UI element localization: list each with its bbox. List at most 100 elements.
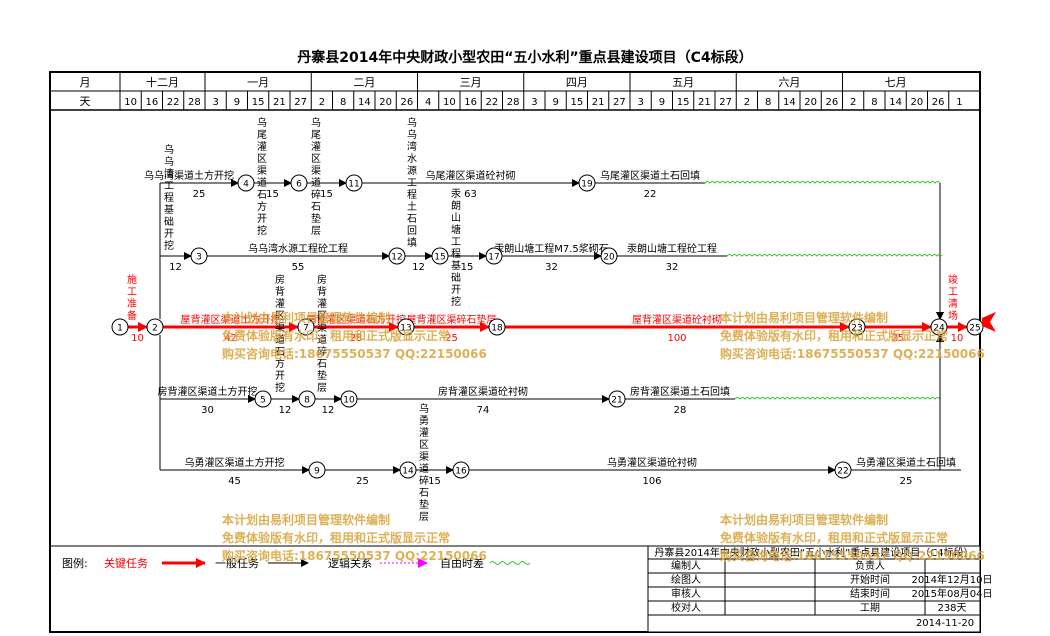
- event-node: [848, 318, 866, 336]
- legend-label: 图例:: [62, 556, 88, 570]
- event-node: [111, 318, 129, 336]
- event-node-number: 3: [196, 253, 202, 263]
- task-label: 乌尾灌区渠道砼衬砌: [426, 169, 516, 182]
- day-label: 2: [744, 97, 750, 108]
- task-duration: 12: [412, 262, 425, 273]
- watermark-line: 本计划由易利项目管理软件编制: [720, 512, 888, 527]
- day-label: 3: [637, 97, 643, 108]
- task-duration: 74: [477, 405, 490, 416]
- task-duration: 15: [461, 262, 474, 273]
- vertical-task-label: 乌尾灌区渠道碎石垫层: [311, 116, 321, 237]
- day-label: 16: [146, 97, 159, 108]
- month-header: 十二月一月二月三月四月五月六月七月: [119, 72, 907, 91]
- info-cell: 238天: [937, 603, 966, 614]
- info-cell: 绘图人: [671, 573, 701, 586]
- watermarks: 本计划由易利项目管理软件编制免费体验版有水印，租用和正式版显示正常购买咨询电话:…: [222, 310, 985, 563]
- page-title: 丹寨县2014年中央财政小型农田“五小水利”重点县建设项目（C4标段）: [297, 49, 752, 66]
- free-float-line: [726, 254, 943, 257]
- vertical-task-label: 房背灌区渠道碎石垫层: [317, 273, 327, 394]
- event-node-number: 21: [611, 396, 622, 406]
- day-label: 14: [889, 97, 902, 108]
- event-node: [397, 318, 415, 336]
- event-node-number: 24: [933, 324, 945, 334]
- day-label: 10: [443, 97, 456, 108]
- event-node-number: 16: [455, 467, 467, 477]
- day-label: 27: [719, 97, 732, 108]
- info-cell: 校对人: [671, 601, 701, 614]
- watermark-line: 免费体验版有水印，租用和正式版显示正常: [222, 530, 450, 545]
- critical-label: 屋背灌区渠道土方开挖: [181, 313, 281, 326]
- event-node: [578, 174, 596, 192]
- info-date: 2014-11-20: [916, 618, 974, 629]
- info-cell: 审核人: [671, 587, 701, 600]
- day-label: 27: [294, 97, 307, 108]
- event-node: [485, 247, 503, 265]
- day-label: 3: [212, 97, 218, 108]
- free-float-line: [734, 397, 941, 400]
- task-label: 汞朗山塘工程砼工程: [627, 242, 717, 255]
- event-node: [600, 247, 618, 265]
- month-label: 二月: [353, 76, 375, 89]
- task-duration: 55: [292, 262, 305, 273]
- float-lines: 乌尾灌区渠道土石回填22汞朗山塘工程砼工程32房背灌区渠道土石回填28乌勇灌区渠…: [595, 169, 961, 487]
- day-label: 26: [826, 97, 839, 108]
- day-label: 8: [871, 97, 877, 108]
- event-node-number: 19: [581, 180, 593, 190]
- day-row-label: 天: [80, 95, 91, 108]
- critical-label: 屋背灌区渠道砼衬砌: [632, 313, 722, 326]
- watermark-line: 购买咨询电话:18675550537 QQ:22150066: [222, 346, 487, 361]
- task-duration: 12: [279, 405, 292, 416]
- event-node: [308, 461, 326, 479]
- event-node-number: 9: [314, 467, 320, 477]
- day-label: 9: [552, 97, 558, 108]
- day-label: 14: [358, 97, 371, 108]
- event-node-number: 8: [304, 396, 310, 406]
- event-node: [237, 174, 255, 192]
- day-label: 20: [911, 97, 924, 108]
- day-label: 15: [252, 97, 265, 108]
- task-duration: 45: [228, 476, 241, 487]
- task-label: 乌乌湾渠道土方开挖: [144, 169, 234, 182]
- event-node-number: 13: [400, 324, 411, 334]
- info-title: 丹寨县2014年中央财政小型农田“五小水利”重点县建设项目（C4标段）: [654, 546, 973, 559]
- vertical-task-label: 乌乌湾工程基础开挖: [164, 143, 174, 252]
- month-label: 三月: [460, 76, 482, 89]
- event-node-number: 20: [603, 253, 615, 263]
- critical-duration: 10: [951, 333, 964, 344]
- day-label: 9: [659, 97, 665, 108]
- critical-duration: 100: [667, 333, 686, 344]
- watermark-line: 购买咨询电话:18675550537 QQ:22150066: [222, 548, 487, 563]
- vertical-task-label: 施工准备: [127, 273, 137, 322]
- watermark-line: 本计划由易利项目管理软件编制: [720, 310, 888, 325]
- task-duration: 15: [428, 476, 441, 487]
- vertical-task-label: 乌尾灌区渠道石方开挖: [257, 116, 267, 237]
- event-node-number: 5: [260, 396, 266, 406]
- vertical-task-label: 汞朗山塘工程基础开挖: [451, 188, 461, 308]
- event-node-number: 1: [117, 324, 123, 334]
- event-node: [488, 318, 506, 336]
- task-duration: 12: [322, 405, 335, 416]
- task-label: 乌尾灌区渠道土石回填: [600, 169, 700, 182]
- task-duration: 32: [666, 262, 679, 273]
- day-label: 21: [698, 97, 711, 108]
- day-label: 26: [401, 97, 414, 108]
- event-node: [966, 318, 984, 336]
- month-label: 六月: [778, 76, 800, 89]
- watermark-line: 免费体验版有水印，租用和正式版显示正常: [222, 328, 450, 343]
- legend-critical-label: 关键任务: [104, 556, 148, 570]
- event-node: [254, 390, 272, 408]
- watermark-line: 购买咨询电话:18675550537 QQ:22150066: [720, 346, 985, 361]
- legend-logic-label: 逻辑关系: [328, 556, 372, 570]
- event-node: [388, 247, 406, 265]
- event-node-number: 22: [837, 467, 848, 477]
- day-label: 22: [167, 97, 180, 108]
- day-label: 8: [765, 97, 771, 108]
- event-node: [146, 318, 164, 336]
- task-label: 乌勇灌区渠道砼衬砌: [607, 456, 697, 469]
- task-duration: 15: [320, 189, 333, 200]
- task-duration: 22: [644, 189, 657, 200]
- day-label: 9: [234, 97, 240, 108]
- day-label: 14: [783, 97, 796, 108]
